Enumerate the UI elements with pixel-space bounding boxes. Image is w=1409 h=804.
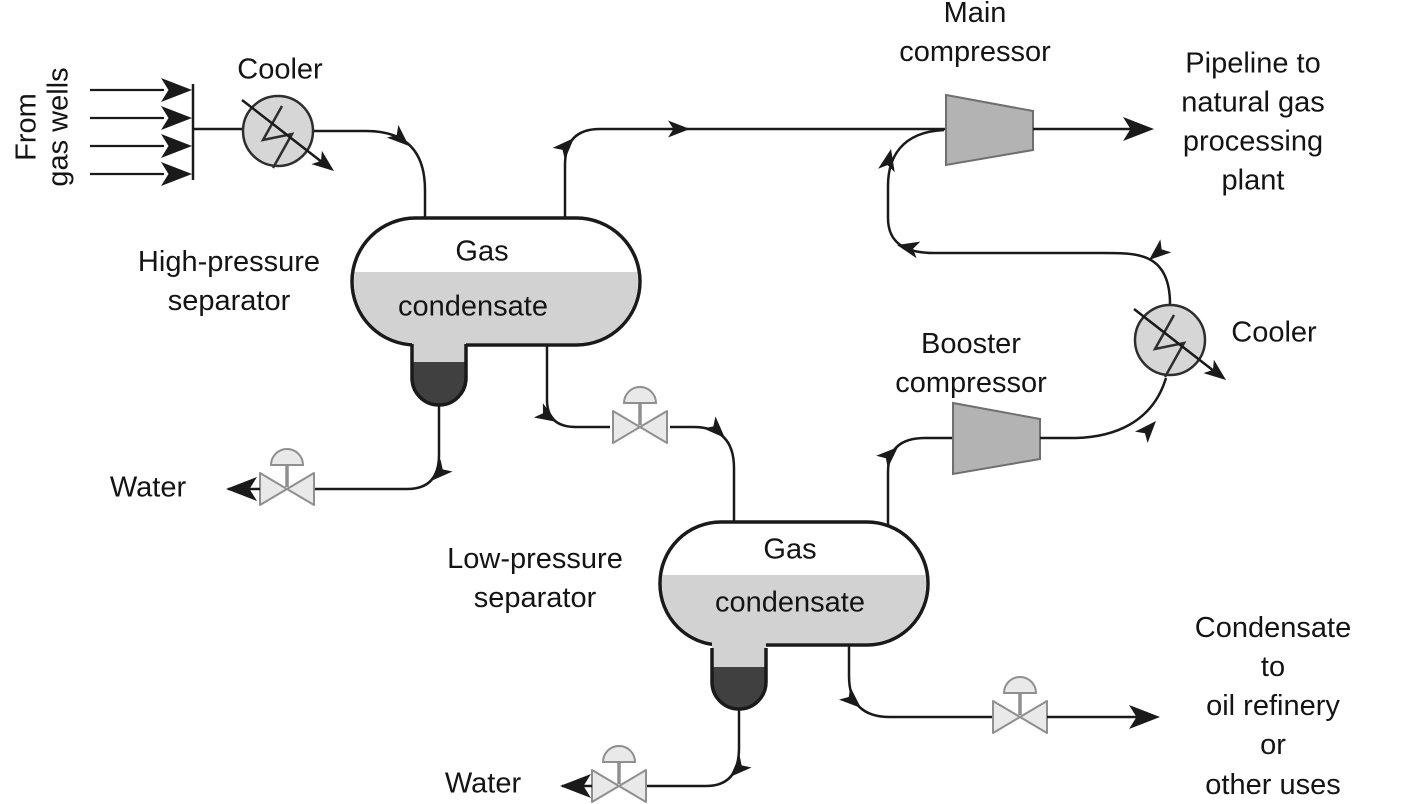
hp-condensate-label: condensate	[398, 290, 548, 323]
pipe-lp-gas-to-booster	[886, 436, 953, 527]
lp-separator-vessel	[658, 520, 930, 711]
inlet-cooler-icon	[241, 94, 340, 178]
pipe-hp-water	[314, 404, 441, 491]
pipe-recycle-to-main-compressor	[886, 128, 1172, 305]
hp-water-valve-icon	[258, 447, 316, 507]
cooler-circle	[1133, 303, 1207, 377]
hp-separator-vessel	[350, 216, 642, 407]
source-label: From gas wells	[10, 67, 75, 187]
flow-arrowhead	[1203, 359, 1232, 387]
flow-arrowhead	[161, 134, 192, 158]
cooling-duty-line	[1133, 308, 1220, 376]
pipe-to-lp-separator	[670, 425, 736, 521]
lp-gas-label: Gas	[763, 533, 817, 566]
booster-compressor-icon	[952, 401, 1041, 476]
condensate-level	[662, 575, 926, 643]
main-compressor-label: Main compressor	[899, 0, 1051, 68]
flow-arrowhead	[161, 78, 192, 102]
flow-arrowhead	[311, 150, 340, 178]
lp-water-valve-icon	[590, 744, 648, 804]
pipeline-label: Pipeline to natural gas processing plant	[1181, 47, 1325, 198]
compressor-trapezoid	[952, 401, 1041, 476]
condensate-out-valve-icon	[991, 675, 1049, 735]
condensate-out-label: Condensate to oil refinery or other uses	[1194, 612, 1352, 801]
condensate-letdown-valve-icon	[611, 385, 669, 445]
lp-water-label: Water	[444, 767, 522, 800]
pipe-cooler-to-hp-separator	[313, 129, 427, 219]
inlet-cooler-label: Cooler	[237, 53, 323, 86]
gas-wells-inlet-arrows	[90, 78, 195, 186]
lp-condensate-label: condensate	[715, 586, 865, 619]
cooler-circle	[241, 94, 315, 168]
pipe-lp-water	[646, 708, 741, 788]
pipe-booster-to-cooler	[1040, 377, 1168, 440]
compressor-trapezoid	[945, 93, 1034, 167]
main-compressor-icon	[945, 93, 1034, 167]
lp-separator-label: Low-pressure separator	[447, 542, 623, 614]
pipe-lp-condensate	[847, 645, 993, 719]
flow-arrowhead	[161, 162, 192, 186]
booster-compressor-label: Booster compressor	[895, 327, 1047, 399]
recycle-cooler-label: Cooler	[1231, 316, 1317, 349]
hp-water-label: Water	[109, 471, 187, 504]
cooling-duty-line	[241, 99, 328, 167]
hp-separator-label: High-pressure separator	[137, 245, 321, 317]
recycle-cooler-icon	[1133, 303, 1232, 387]
hp-gas-label: Gas	[455, 235, 509, 268]
flow-arrowhead	[1143, 239, 1172, 267]
flow-arrowhead	[895, 236, 921, 259]
water-level	[412, 362, 466, 405]
flow-arrowhead	[386, 124, 415, 153]
flow-arrowhead	[161, 106, 192, 130]
pipe-hp-condensate	[545, 344, 610, 429]
condensate-level	[354, 272, 638, 343]
